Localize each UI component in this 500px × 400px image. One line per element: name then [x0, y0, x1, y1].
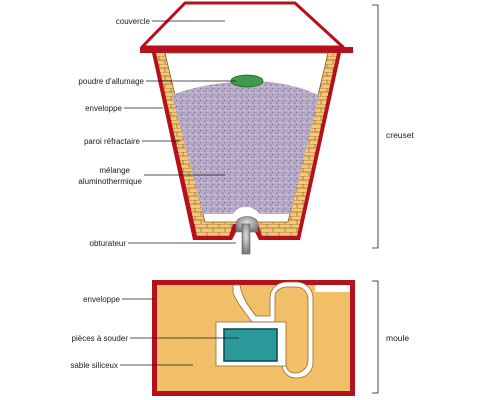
crucible: [140, 1, 353, 255]
label-enveloppe-bottom: enveloppe: [83, 295, 120, 304]
label-melange-line1: mélange: [99, 166, 130, 175]
label-pieces-a-souder: pièces à souder: [72, 334, 129, 343]
label-couvercle: couvercle: [116, 17, 151, 26]
label-sable-siliceux: sable siliceux: [70, 361, 118, 370]
crucible-lid: [140, 1, 345, 49]
label-paroi-refractaire: paroi réfractaire: [84, 137, 141, 146]
workpiece: [223, 328, 278, 362]
label-obturateur: obturateur: [90, 239, 127, 248]
label-melange-line2: aluminothermique: [78, 177, 142, 186]
obturator-stem: [241, 223, 251, 255]
thermite-mixture: [172, 81, 319, 214]
bracket-moule: [372, 280, 379, 394]
label-poudre-allumage: poudre d'allumage: [78, 77, 144, 86]
group-label-creuset: creuset: [386, 130, 415, 140]
bracket-creuset: [372, 4, 379, 249]
group-brackets: [372, 4, 379, 394]
labels: couvercle poudre d'allumage enveloppe pa…: [70, 17, 414, 370]
leader-lines: [120, 20, 239, 366]
group-label-moule: moule: [386, 333, 409, 343]
label-enveloppe-top: enveloppe: [85, 104, 122, 113]
mould-opening: [315, 285, 350, 292]
